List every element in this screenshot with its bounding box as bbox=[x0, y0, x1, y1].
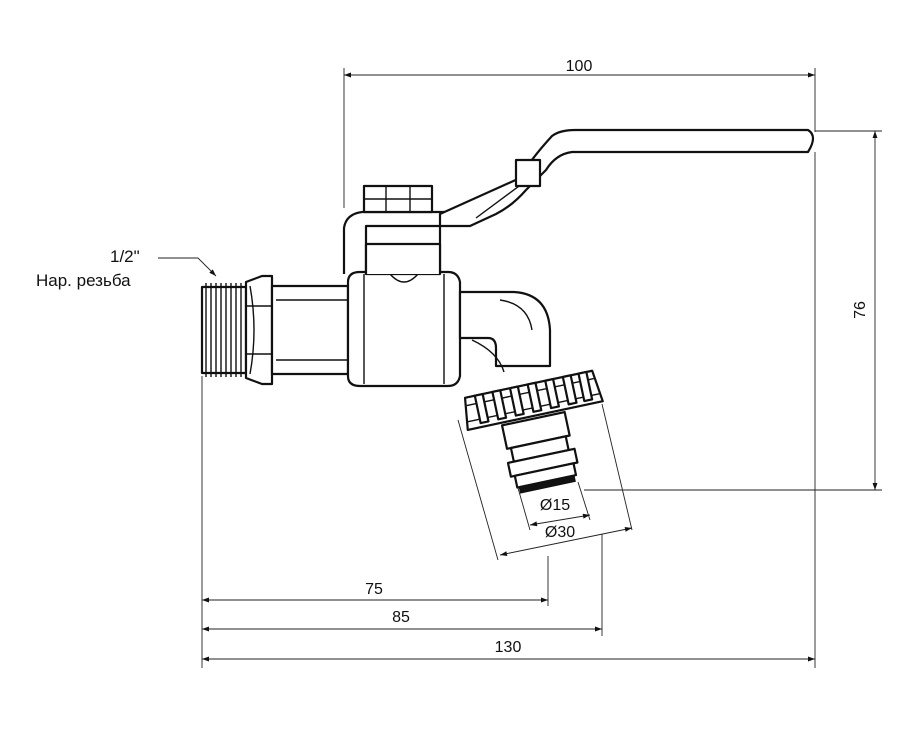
valve-outline: Ø15 Ø30 bbox=[200, 128, 815, 561]
inlet-pipe bbox=[270, 284, 350, 376]
thread-callout: 1/2" Нар. резьба bbox=[36, 247, 217, 290]
thread-size-label: 1/2" bbox=[110, 247, 140, 266]
dim-top-width: 100 bbox=[343, 58, 816, 208]
dim-outlet-diameters: Ø15 Ø30 bbox=[457, 403, 633, 561]
dim-bottom: 75 85 130 bbox=[201, 152, 816, 668]
valve-body bbox=[346, 270, 462, 388]
dim-top-width-label: 100 bbox=[566, 58, 593, 75]
dim-outlet-outer-label: Ø30 bbox=[545, 524, 575, 541]
hose-fitting bbox=[500, 410, 579, 494]
hex-nut bbox=[244, 274, 274, 386]
dim-height: 76 bbox=[584, 130, 882, 491]
dim-85-label: 85 bbox=[392, 609, 410, 626]
dim-height-label: 76 bbox=[852, 301, 869, 319]
dim-outlet-inner-label: Ø15 bbox=[540, 497, 570, 514]
threaded-end bbox=[200, 283, 248, 377]
elbow-spout bbox=[458, 290, 552, 373]
top-nut bbox=[362, 184, 434, 214]
thread-type-label: Нар. резьба bbox=[36, 271, 131, 290]
outlet-cap bbox=[463, 369, 604, 431]
handle-lever bbox=[438, 128, 815, 228]
dim-75-label: 75 bbox=[365, 581, 383, 598]
dim-130-label: 130 bbox=[495, 639, 522, 656]
